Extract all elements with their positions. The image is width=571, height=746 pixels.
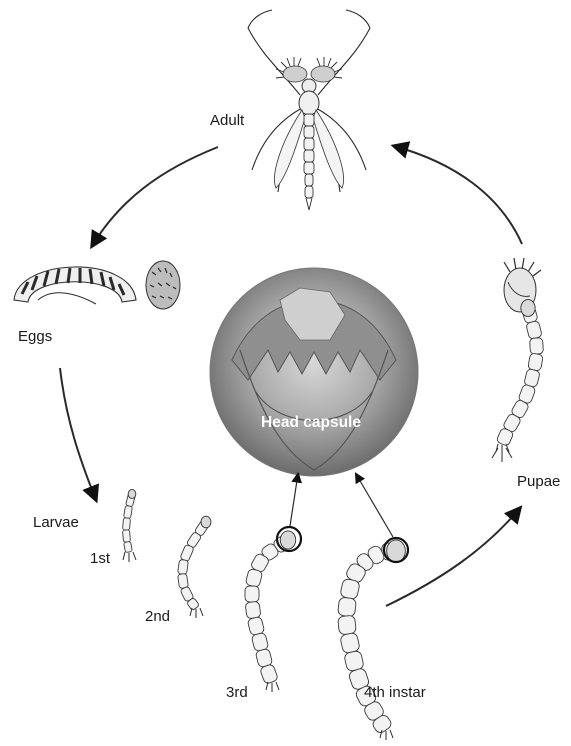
pupa-segment (530, 338, 544, 355)
larva-3rd-segment (245, 601, 261, 619)
larva-3rd-tail (266, 682, 279, 692)
eggs-label: Eggs (18, 328, 52, 345)
pupae-label: Pupae (517, 473, 560, 490)
larva-3rd-head (280, 531, 295, 549)
pointer-4th-head-to-capsule (356, 474, 393, 537)
larva-4th-segment (340, 632, 361, 654)
pupa-segment (528, 353, 544, 371)
larva-1st-tail (123, 552, 136, 562)
larva-1st-segment (124, 541, 133, 552)
pupa-segment (526, 320, 543, 339)
larva-3rd-segment (247, 616, 265, 635)
larva-2nd-segment (178, 559, 189, 574)
larva-3rd-segment (245, 586, 259, 602)
pupa-head (521, 300, 535, 317)
adult-midge-illustration (248, 10, 370, 210)
larva-1st-segment (123, 530, 131, 543)
larva-2nd-segment (180, 544, 194, 562)
larva-4th-segment (338, 597, 357, 617)
head-capsule-label: Head capsule (261, 414, 361, 431)
instar-4th-label: 4th instar (364, 684, 426, 701)
larva-2nd-segment (178, 573, 189, 588)
larva-3rd-instar (245, 531, 296, 692)
adult-label: Adult (210, 112, 245, 129)
larva-4th-instar (338, 540, 406, 740)
larva-4th-tail (380, 730, 393, 740)
plumose-antennae (276, 57, 342, 82)
larva-3rd-segment (251, 632, 269, 651)
instar-3rd-label: 3rd (226, 684, 248, 701)
pupa-illustration (492, 258, 543, 462)
larva-1st-instar (123, 489, 136, 562)
pointer-3rd-head-to-capsule (290, 474, 298, 526)
larva-3rd-segment (245, 568, 263, 587)
arrow-pupae-to-adult (394, 146, 522, 244)
larva-1st-segment (123, 518, 131, 531)
egg-mass-illustration (14, 261, 180, 309)
larva-2nd-head (201, 516, 211, 528)
larva-1st-head (128, 489, 136, 498)
head-capsule-micrograph: Head capsule (210, 268, 418, 476)
instar-1st-label: 1st (90, 550, 111, 567)
arrow-adult-to-eggs (92, 147, 218, 246)
instar-2nd-label: 2nd (145, 608, 170, 625)
larva-4th-segment (338, 615, 357, 635)
larva-2nd-instar (178, 516, 211, 618)
larva-1st-segment (124, 505, 133, 518)
larva-2nd-tail (190, 608, 203, 618)
larva-4th-segment (340, 578, 361, 600)
adult-abdomen (304, 114, 314, 210)
arrow-eggs-to-larvae (60, 368, 96, 500)
larvae-label: Larvae (33, 514, 79, 531)
